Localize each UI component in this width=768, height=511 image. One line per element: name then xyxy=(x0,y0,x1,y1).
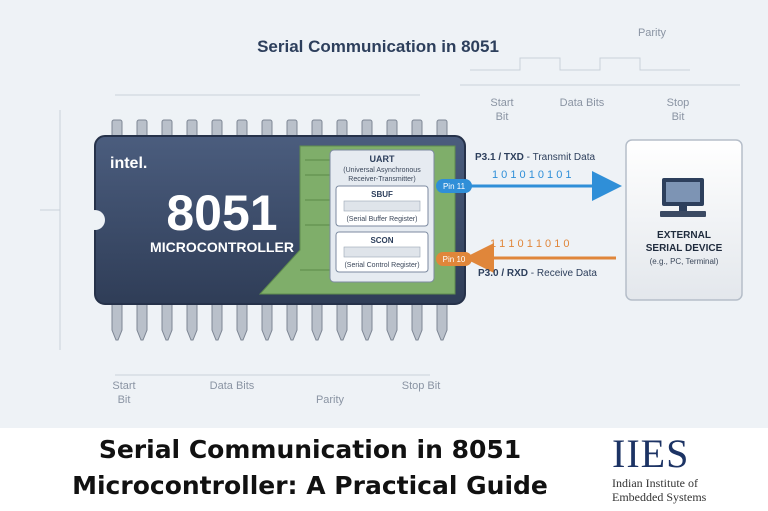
iies-logo: IIES Indian Institute of Embedded System… xyxy=(612,431,762,505)
frame-bottom-parity: Parity xyxy=(316,394,345,406)
chip-pin-bottom xyxy=(436,301,448,341)
background-guides xyxy=(40,57,740,376)
external-device-box xyxy=(625,139,743,301)
logo-line1: Indian Institute of xyxy=(612,476,698,490)
receive-caption: P3.0 / RXD - Receive Data xyxy=(478,268,597,279)
frame-top-stop-line2: Bit xyxy=(672,111,685,123)
sbuf-register-cells xyxy=(343,200,421,212)
transmit-bits: 1 0 1 0 1 0 1 0 1 xyxy=(492,169,572,181)
receive-label: - Receive Data xyxy=(528,268,597,279)
chip-model: 8051 xyxy=(166,185,277,241)
transmit-pin-badge xyxy=(436,179,472,193)
logo-line2: Embedded Systems xyxy=(612,490,707,504)
serial-diagram: Serial Communication in 8051 Parity Star… xyxy=(40,27,743,406)
chip-notch xyxy=(85,210,105,230)
frame-bottom-start-line2: Bit xyxy=(118,394,131,406)
chip-pin-bottom xyxy=(286,301,298,341)
chip-pin-bottom xyxy=(136,301,148,341)
chip-pin-bottom xyxy=(186,301,198,341)
chip-pin-bottom xyxy=(336,301,348,341)
frame-bottom-data: Data Bits xyxy=(210,380,255,392)
device-line2: SERIAL DEVICE xyxy=(646,243,723,254)
uart-title: UART xyxy=(370,154,395,164)
footer-banner: Serial Communication in 8051 Microcontro… xyxy=(0,428,768,511)
frame-top-data: Data Bits xyxy=(560,97,605,109)
chip-brand: intel. xyxy=(110,155,147,172)
chip-pin-bottom xyxy=(111,301,123,341)
receive-port: P3.0 / RXD xyxy=(478,268,528,279)
chip-pin-bottom xyxy=(211,301,223,341)
receive-bits: 1 1 1 0 1 1 0 1 0 xyxy=(490,238,570,250)
frame-labels-top: Parity Start Bit Data Bits Stop Bit xyxy=(490,27,689,123)
receive-pin-badge xyxy=(436,252,472,266)
frame-labels-bottom: Start Bit Data Bits Parity Stop Bit xyxy=(112,380,440,406)
computer-icon xyxy=(660,178,706,217)
frame-top-start-line2: Bit xyxy=(496,111,509,123)
frame-top-start-line1: Start xyxy=(490,97,513,109)
scon-register-cells xyxy=(343,246,421,258)
frame-bottom-start-line1: Start xyxy=(112,380,135,392)
diagram-panel: Serial Communication in 8051 Parity Star… xyxy=(0,0,768,428)
frame-top-stop-line1: Stop xyxy=(667,97,690,109)
chip-pin-bottom xyxy=(361,301,373,341)
uart-desc-line1: (Universal Asynchronous xyxy=(343,167,421,174)
article-headline: Serial Communication in 8051 Microcontro… xyxy=(30,432,590,504)
receive-pin-label: Pin 10 xyxy=(443,255,466,264)
scon-description: (Serial Control Register) xyxy=(344,262,419,269)
chip-pins-bottom xyxy=(111,301,448,341)
board-traces xyxy=(300,159,330,271)
logo-mark: IIES xyxy=(612,431,690,476)
transmit-pin-label: Pin 11 xyxy=(443,182,466,191)
chip-pin-bottom xyxy=(236,301,248,341)
headline-line1: Serial Communication in 8051 xyxy=(98,435,522,464)
uart-desc-line2: Receiver-Transmitter) xyxy=(348,176,415,183)
chip-pin-bottom xyxy=(261,301,273,341)
chip-pin-bottom xyxy=(411,301,423,341)
chip-pin-bottom xyxy=(386,301,398,341)
transmit-port: P3.1 / TXD xyxy=(475,152,524,163)
chip-pin-bottom xyxy=(161,301,173,341)
frame-bottom-stop: Stop Bit xyxy=(402,380,441,392)
device-line1: EXTERNAL xyxy=(657,230,711,241)
transmit-caption: P3.1 / TXD - Transmit Data xyxy=(475,152,595,163)
transmit-label: - Transmit Data xyxy=(524,152,596,163)
chip-subtitle: MICROCONTROLLER xyxy=(150,239,294,255)
headline-line2: Microcontroller: A Practical Guide xyxy=(72,471,548,500)
chip-pin-bottom xyxy=(311,301,323,341)
frame-top-parity: Parity xyxy=(638,27,667,39)
sbuf-name: SBUF xyxy=(371,190,393,199)
scon-name: SCON xyxy=(370,236,393,245)
sbuf-description: (Serial Buffer Register) xyxy=(346,216,417,223)
diagram-title: Serial Communication in 8051 xyxy=(257,37,499,56)
device-line3: (e.g., PC, Terminal) xyxy=(650,257,719,266)
